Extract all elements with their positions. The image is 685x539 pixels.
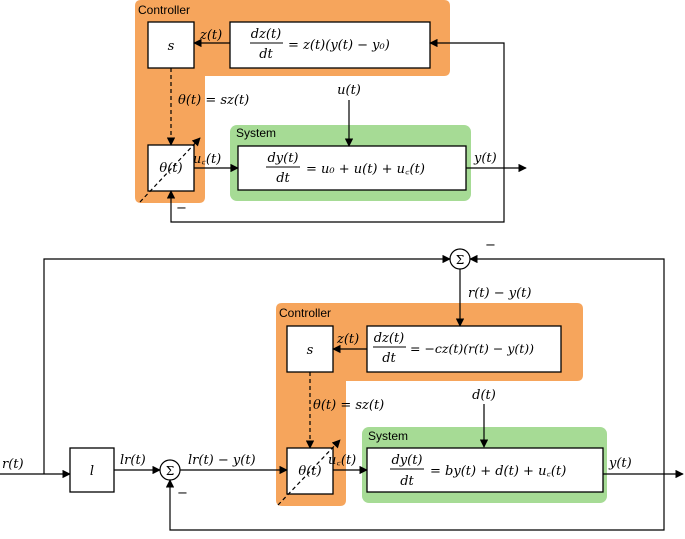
- top-theta-equation: θ(t) = sz(t): [178, 93, 249, 108]
- top-u-input-label: u(t): [337, 83, 361, 98]
- bottom-controller-label: Controller: [279, 306, 331, 320]
- top-y-to-z-feedback-wire: [429, 38, 505, 168]
- top-y-ode-lhs-den: dt: [276, 171, 290, 186]
- bottom-diagram: Controller System Σ − r(t) − y(t) s dz(t…: [0, 238, 684, 531]
- bottom-theta-block: [286, 447, 334, 495]
- bottom-z-signal-label: z(t): [336, 332, 359, 347]
- bottom-lower-sum-symbol: Σ: [166, 464, 174, 478]
- top-z-ode-lhs-den: dt: [259, 47, 273, 62]
- bottom-s-block-label: s: [307, 343, 314, 358]
- bottom-y-to-lower-sum-wire: [165, 474, 665, 531]
- bottom-y-ode-lhs-den: dt: [400, 474, 414, 489]
- bottom-y-ode-lhs-num: dy(t): [391, 453, 422, 468]
- bottom-l-block-label: l: [90, 464, 94, 479]
- bottom-theta-diagonal-dash: [277, 439, 341, 506]
- top-z-ode-rhs: = z(t)(y(t) − y₀): [288, 38, 390, 53]
- top-y-to-theta-feedback-wire: [166, 168, 505, 223]
- bottom-z-ode-lhs-num: dz(t): [374, 331, 405, 346]
- bottom-top-sum-symbol: Σ: [456, 253, 464, 267]
- top-theta-block: [147, 144, 195, 192]
- top-diagram: Controller System s dz(t) dt = z(t)(y(t)…: [135, 0, 527, 223]
- bottom-y-output-label: y(t): [608, 456, 632, 471]
- bottom-top-sum-sign: −: [485, 238, 496, 253]
- top-y-ode-block: [237, 145, 467, 191]
- bottom-z-ode-lhs-den: dt: [382, 351, 396, 366]
- bottom-r-to-top-sum-wire: [43, 254, 451, 474]
- top-system-label: System: [236, 126, 276, 140]
- top-s-block-label: s: [168, 39, 175, 54]
- top-y-output-label: y(t): [473, 151, 497, 166]
- bottom-lr-error-label: lr(t) − y(t): [188, 453, 256, 468]
- top-y-ode-rhs: = u₀ + u(t) + u꜀(t): [306, 162, 425, 177]
- bottom-theta-block-label: θ(t): [298, 464, 321, 479]
- top-s-block: [147, 21, 195, 69]
- bottom-lr-signal-label: lr(t): [120, 453, 146, 468]
- bottom-d-input-label: d(t): [472, 388, 496, 403]
- top-z-ode-lhs-num: dz(t): [251, 27, 282, 42]
- bottom-r-input-label: r(t): [2, 457, 24, 472]
- top-controller-label: Controller: [138, 3, 190, 17]
- bottom-uc-signal-label: u꜀(t): [328, 453, 356, 468]
- top-feedback-sign: −: [176, 201, 187, 216]
- bottom-y-ode-rhs: = by(t) + d(t) + u꜀(t): [430, 464, 566, 479]
- top-z-signal-label: z(t): [199, 28, 222, 43]
- bottom-y-to-top-sum-wire: [469, 254, 665, 474]
- top-uc-signal-label: u꜀(t): [193, 152, 221, 167]
- bottom-lower-sum-sign: −: [177, 486, 188, 501]
- bottom-theta-equation: θ(t) = sz(t): [313, 398, 384, 413]
- top-theta-diagonal-dash: [139, 137, 201, 203]
- top-y-ode-lhs-num: dy(t): [267, 151, 298, 166]
- bottom-system-label: System: [368, 429, 408, 443]
- bottom-z-ode-rhs: = −cz(t)(r(t) − y(t)): [410, 341, 534, 356]
- bottom-y-ode-block: [366, 447, 604, 493]
- bottom-error-label: r(t) − y(t): [468, 286, 531, 301]
